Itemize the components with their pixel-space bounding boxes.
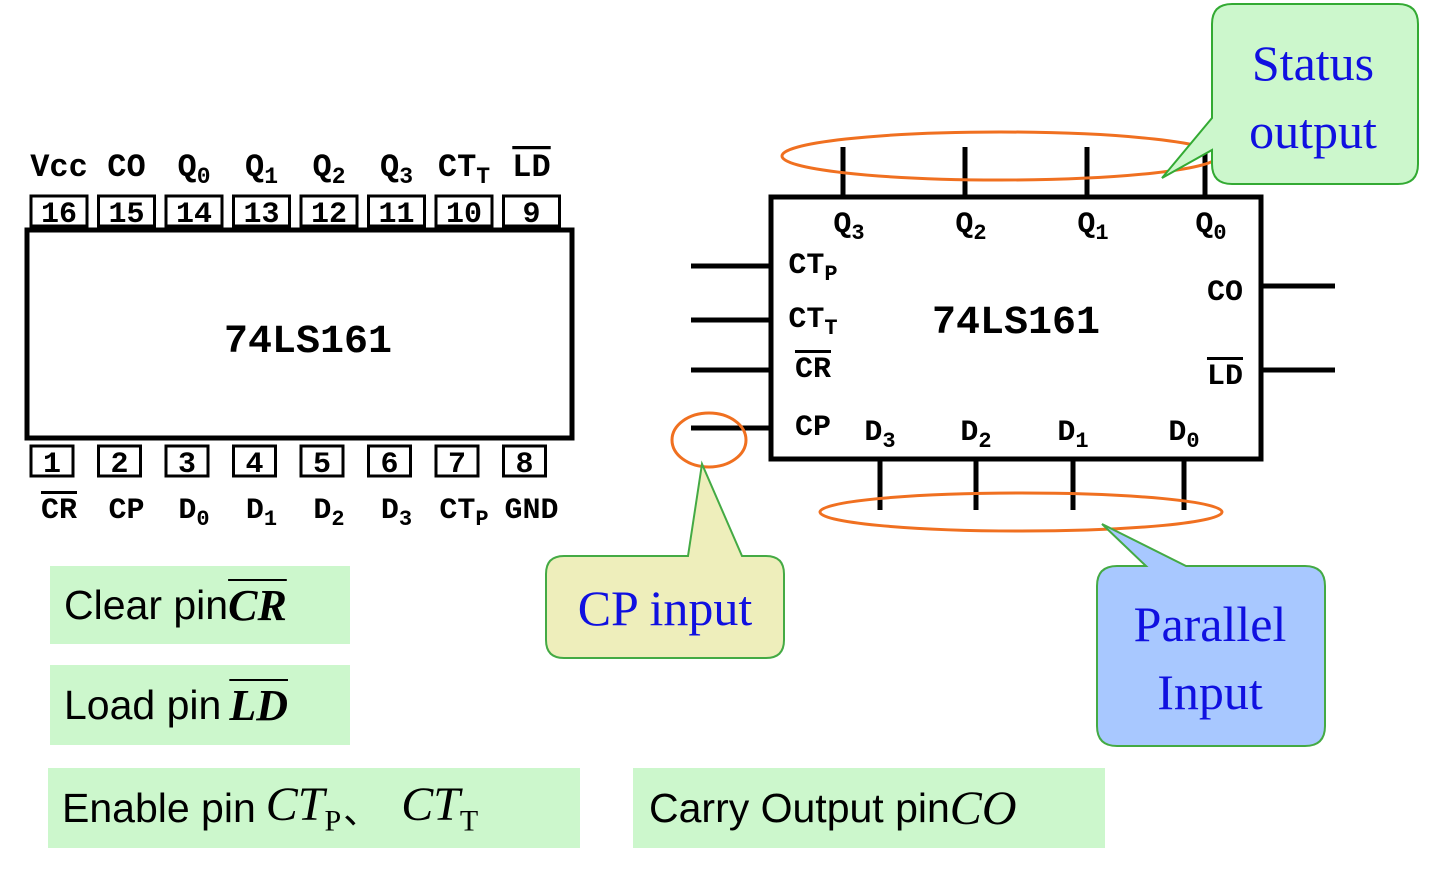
legend-enable-symbol-t: CTT <box>401 778 479 838</box>
logic-label-d1: D1 <box>1057 416 1088 454</box>
dip-pin-box-10 <box>434 194 494 228</box>
status-callout-line1: Status <box>1252 35 1374 91</box>
dip-pin-name-3: D0 <box>178 494 209 532</box>
dip-pin-box-8 <box>502 444 547 478</box>
dip-pin-box-14 <box>164 194 224 228</box>
logic-label-q1: Q1 <box>1077 208 1108 246</box>
parallel-callout-line1: Parallel <box>1134 596 1287 652</box>
cp-callout-text: CP input <box>578 580 753 636</box>
legend-clear-symbol: CR <box>228 580 287 630</box>
cp-input-callout: CP input <box>545 460 785 659</box>
status-callout-line2: output <box>1249 103 1377 159</box>
logic-label-q2: Q2 <box>955 208 986 246</box>
logic-label-ld: LD <box>1207 360 1243 394</box>
logic-label-q0: Q0 <box>1195 208 1226 246</box>
dip-pin-name-14: Q0 <box>177 149 210 190</box>
legend-clear-pin: Clear pin CR <box>50 566 350 644</box>
dip-pin-number-7: 7 <box>448 448 466 482</box>
dip-pin-box-1 <box>29 444 75 478</box>
dip-body <box>24 227 575 441</box>
dip-pin-number-2: 2 <box>110 448 128 482</box>
legend-clear-text: Clear pin <box>64 581 229 628</box>
dip-pin-box-13 <box>232 194 291 228</box>
dip-pin-name-7: CTP <box>439 494 488 532</box>
dip-pin-box-11 <box>367 194 426 228</box>
logic-label-ctt: CTT <box>788 303 837 341</box>
legend-enable-text: Enable pin <box>62 784 256 831</box>
dip-pin-box-5 <box>299 444 345 478</box>
dip-pin-name-1: CR <box>41 494 77 528</box>
dip-pin-name-6: D3 <box>381 494 412 532</box>
dip-pin-name-13: Q1 <box>245 149 278 190</box>
legend-load-text: Load pin <box>64 681 222 728</box>
dip-pin-number-1: 1 <box>43 448 61 482</box>
dip-pin-name-15: CO <box>107 149 145 186</box>
dip-pin-name-8: GND <box>504 494 558 528</box>
dip-pin-number-15: 15 <box>108 198 144 232</box>
logic-label-d2: D2 <box>960 416 991 454</box>
dip-pin-name-16: Vcc <box>30 149 88 186</box>
dip-pin-number-13: 13 <box>243 198 279 232</box>
cp-input-ellipse <box>670 411 748 469</box>
logic-label-cr: CR <box>795 353 831 387</box>
legend-enable-symbol-p: CTP <box>265 778 342 838</box>
dip-pin-number-5: 5 <box>313 448 331 482</box>
logic-body <box>768 194 1264 462</box>
logic-label-ctp: CTP <box>788 249 837 287</box>
dip-pin-name-12: Q2 <box>312 149 345 190</box>
logic-label-q3: Q3 <box>833 208 864 246</box>
dip-pin-number-9: 9 <box>522 198 540 232</box>
dip-pin-box-9 <box>502 194 561 228</box>
legend-enable-separator: 、 <box>343 791 380 831</box>
legend-load-pin: Load pin LD <box>50 665 350 745</box>
dip-pin-box-2 <box>97 444 142 478</box>
dip-pin-box-7 <box>434 444 480 478</box>
dip-pin-number-4: 4 <box>245 448 263 482</box>
dip-pin-box-15 <box>97 194 156 228</box>
legend-carry-text: Carry Output pin <box>649 784 950 831</box>
parallel-callout-line2: Input <box>1157 664 1263 720</box>
dip-pin-name-11: Q3 <box>380 149 413 190</box>
dip-package: 74LS161 16Vcc15CO14Q013Q112Q211Q310CTT9L… <box>24 149 575 532</box>
dip-pin-box-4 <box>232 444 277 478</box>
legend-load-symbol: LD <box>229 680 288 730</box>
legend-carry-symbol: CO <box>949 781 1017 835</box>
dip-pin-number-3: 3 <box>178 448 196 482</box>
dip-pin-name-2: CP <box>108 494 144 528</box>
dip-pin-box-16 <box>29 194 89 228</box>
logic-label-co: CO <box>1207 276 1243 310</box>
dip-pin-box-6 <box>367 444 412 478</box>
legend-enable-pin: Enable pin CTP 、 CTT <box>48 768 580 848</box>
dip-pin-number-8: 8 <box>515 448 533 482</box>
dip-pin-number-14: 14 <box>176 198 212 232</box>
dip-pin-name-10: CTT <box>438 149 490 190</box>
logic-label-d3: D3 <box>864 416 895 454</box>
parallel-input-callout: Parallel Input <box>1096 523 1326 747</box>
dip-chip-name: 74LS161 <box>224 320 392 365</box>
legend-carry-output-pin: Carry Output pin CO <box>633 768 1105 848</box>
logic-label-cp: CP <box>795 411 831 445</box>
dip-pin-number-11: 11 <box>378 198 414 232</box>
dip-pin-box-12 <box>299 194 359 228</box>
status-output-ellipse <box>780 130 1220 182</box>
dip-pin-name-4: D1 <box>246 494 277 532</box>
dip-pin-number-16: 16 <box>41 198 77 232</box>
dip-pin-number-12: 12 <box>311 198 347 232</box>
dip-pin-box-3 <box>164 444 210 478</box>
dip-pin-name-9: LD <box>512 149 550 186</box>
logic-chip-name: 74LS161 <box>932 301 1100 346</box>
parallel-input-ellipse <box>818 491 1224 533</box>
dip-pin-number-10: 10 <box>446 198 482 232</box>
logic-label-d0: D0 <box>1168 416 1199 454</box>
dip-pin-number-6: 6 <box>380 448 398 482</box>
dip-pin-name-5: D2 <box>313 494 344 532</box>
status-output-callout: Status output <box>1161 3 1419 185</box>
